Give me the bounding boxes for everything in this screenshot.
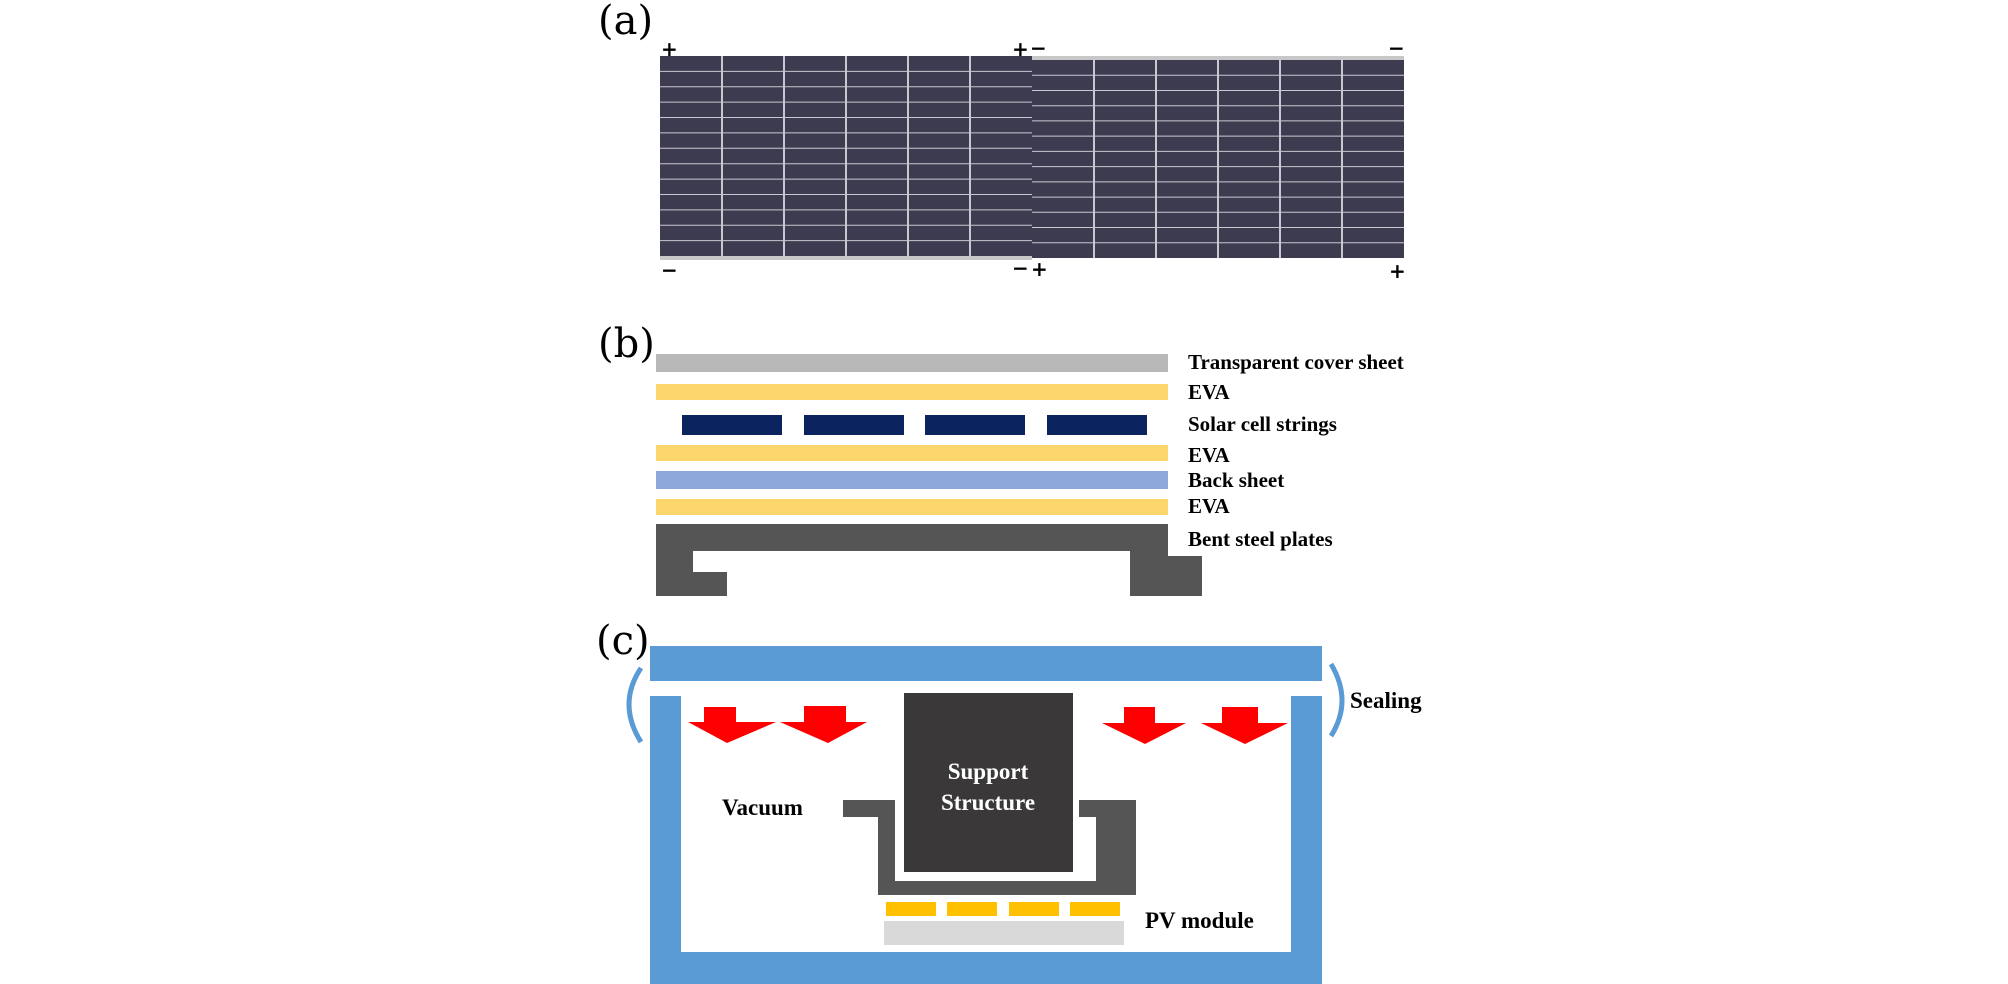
pv-cell-2 — [947, 902, 997, 916]
label-eva-bottom: EVA — [1188, 494, 1230, 518]
pressure-arrow-3 — [1102, 707, 1186, 744]
terminal-sign-right-bottom-1: + — [1031, 257, 1048, 281]
layer-eva-top — [656, 384, 1168, 400]
label-solar-cell-strings: Solar cell strings — [1188, 412, 1337, 436]
pv-cell-4 — [1070, 902, 1120, 916]
layer-back-sheet — [656, 471, 1168, 489]
terminal-sign-left-bottom-1: − — [661, 258, 678, 282]
cell-string-3 — [925, 415, 1025, 435]
pv-module-right — [1032, 56, 1404, 258]
label-sealing: Sealing — [1350, 688, 1422, 713]
panel-c-label: (c) — [596, 618, 650, 664]
pv-module-left — [660, 56, 1032, 260]
module-left-cell-grid — [660, 56, 1032, 256]
module-right-cell-grid — [1032, 60, 1404, 258]
pv-cell-1 — [886, 902, 936, 916]
label-bent-steel-plates: Bent steel plates — [1188, 527, 1333, 551]
module-left-bottom-frame — [660, 256, 1032, 260]
terminal-sign-right-top-2: − — [1388, 36, 1405, 60]
pressure-arrow-2 — [780, 706, 867, 743]
label-back-sheet: Back sheet — [1188, 468, 1284, 492]
sealing-bracket-left — [626, 666, 644, 744]
sealing-bracket-right — [1328, 662, 1345, 738]
chamber-body — [650, 696, 1322, 984]
panel-b-label: (b) — [598, 321, 655, 367]
terminal-sign-right-top-1: − — [1030, 36, 1047, 60]
label-support-structure-line2: Structure — [941, 790, 1035, 815]
terminal-sign-right-bottom-2: + — [1389, 259, 1406, 283]
cell-string-2 — [804, 415, 904, 435]
layer-transparent-cover-sheet — [656, 354, 1168, 372]
label-support-line1: Support — [948, 759, 1029, 784]
panel-a-label: (a) — [598, 0, 653, 44]
label-pv-module: PV module — [1145, 908, 1254, 933]
pv-cell-3 — [1009, 902, 1059, 916]
chamber-lid — [650, 646, 1322, 681]
terminal-sign-left-top-1: + — [661, 37, 678, 61]
terminal-sign-left-bottom-2: − — [1012, 256, 1029, 280]
terminal-sign-left-top-2: + — [1012, 37, 1029, 61]
cell-string-1 — [682, 415, 782, 435]
label-eva-top: EVA — [1188, 380, 1230, 404]
pv-glass — [884, 921, 1124, 945]
layer-eva-middle — [656, 445, 1168, 461]
label-vacuum: Vacuum — [722, 795, 803, 820]
bent-steel-plates — [656, 524, 1202, 596]
cell-string-4 — [1047, 415, 1147, 435]
layer-eva-bottom — [656, 499, 1168, 515]
support-structure — [904, 693, 1073, 872]
label-eva-middle: EVA — [1188, 443, 1230, 467]
pressure-arrow-1 — [688, 707, 776, 743]
inverted-steel-plates — [843, 800, 1136, 895]
pressure-arrow-4 — [1201, 707, 1288, 744]
label-transparent-cover-sheet: Transparent cover sheet — [1188, 350, 1404, 374]
module-right-top-frame — [1032, 56, 1404, 60]
